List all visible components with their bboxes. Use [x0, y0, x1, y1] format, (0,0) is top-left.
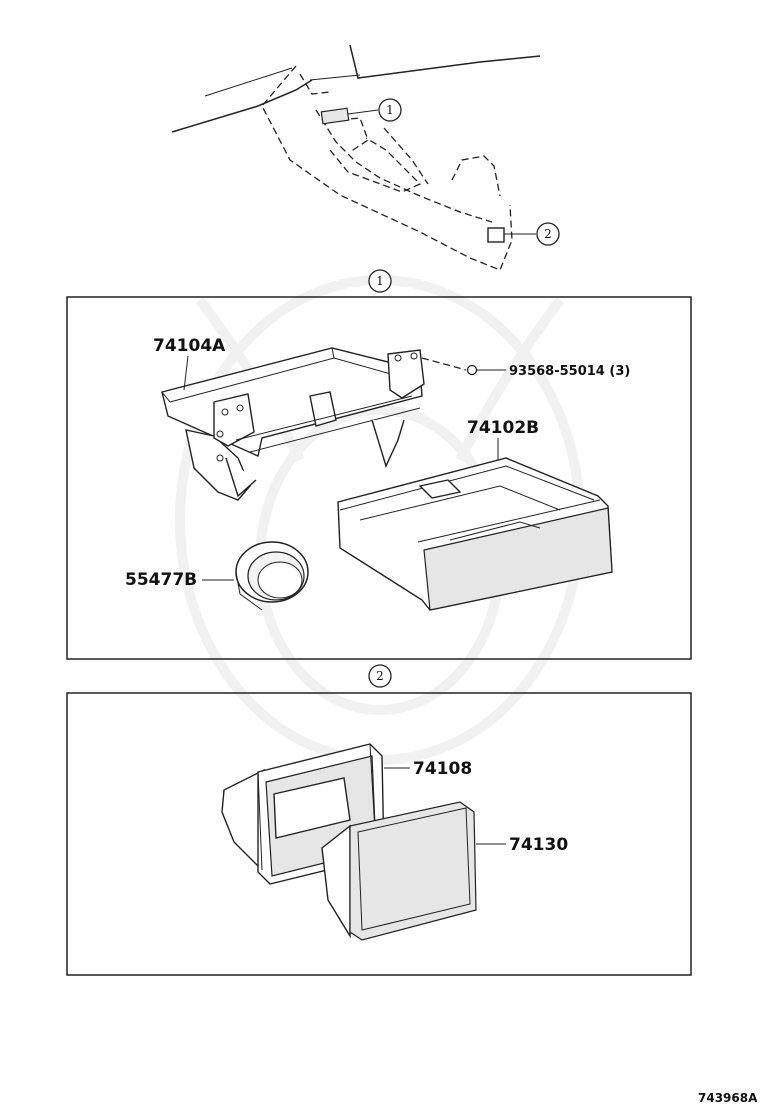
label-93568-55014: 93568-55014 (3) — [509, 364, 630, 379]
label-74104A: 74104A — [153, 336, 226, 356]
leader-74104A — [183, 355, 189, 391]
lid-74130-drawing — [321, 801, 477, 941]
callout-1-number: 1 — [386, 103, 394, 117]
ring-55477B-drawing — [235, 541, 309, 611]
box-74102B-drawing — [337, 457, 613, 611]
section-2-number: 2 — [376, 669, 384, 683]
bracket-74104A-drawing — [161, 347, 425, 501]
label-74102B: 74102B — [467, 418, 539, 438]
section-2-frame — [66, 692, 692, 976]
callout-1-marker: 1 — [378, 98, 402, 122]
section-2-marker: 2 — [368, 664, 392, 688]
callout-2-marker: 2 — [536, 222, 560, 246]
screw-93568-drawing — [421, 357, 506, 376]
section-1-frame — [66, 296, 692, 660]
diagram-reference-code: 743968A — [698, 1091, 758, 1105]
console-overview — [171, 44, 541, 271]
section-1-marker: 1 — [368, 269, 392, 293]
label-74108: 74108 — [413, 759, 472, 779]
label-55477B: 55477B — [125, 570, 197, 590]
section-1-number: 1 — [376, 274, 384, 288]
label-74130: 74130 — [509, 835, 568, 855]
callout-2-number: 2 — [544, 227, 552, 241]
